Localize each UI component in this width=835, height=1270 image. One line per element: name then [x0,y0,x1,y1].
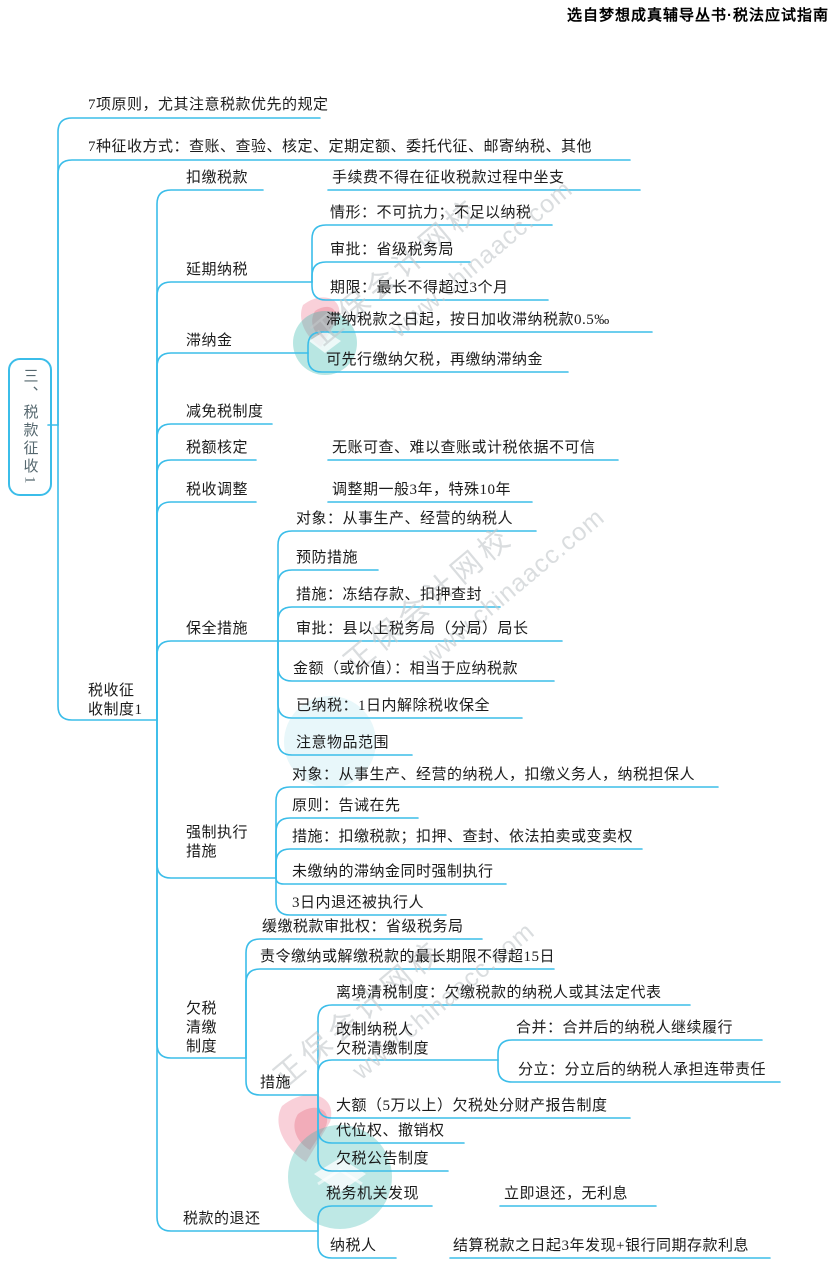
node-late-payment-fine: 滞纳金 [186,333,233,349]
node-enforcement-principle: 原则：告诫在先 [292,798,401,814]
node-tax-reduction-exemption: 减免税制度 [186,404,264,420]
branch-line [156,640,279,721]
node-seven-collection-methods: 7种征收方式：查账、查验、核定、定期定额、委托代征、邮寄纳税、其他 [88,139,593,155]
node-authority-refund-rule: 立即退还，无利息 [504,1186,629,1202]
node-preservation-actions: 措施：冻结存款、扣押查封 [296,587,483,603]
node-withholding-tax: 扣缴税款 [186,170,249,186]
node-tax-refund: 税款的退还 [183,1211,261,1227]
node-adjustment-period: 调整期一般3年，特殊10年 [332,482,512,498]
branch-line [156,281,313,721]
branch-line [317,1059,499,1096]
node-enforcement-measures: 强制执行 措施 [186,825,249,860]
branch-line [317,1205,433,1232]
node-taxpayer-refund-rule: 结算税款之日起3年发现+银行同期存款利息 [453,1238,749,1254]
node-preservation-approval: 审批：县以上税务局（分局）局长 [296,621,529,637]
node-withholding-fee-note: 手续费不得在征收税款过程中坐支 [332,170,565,186]
node-preservation-release: 已纳税：1日内解除税收保全 [296,698,491,714]
node-arrears-announcement: 欠税公告制度 [336,1151,430,1167]
node-seven-principles: 7项原则，尤其注意税款优先的规定 [88,97,329,113]
node-tax-amount-assessment: 税额核定 [186,440,249,456]
node-division-rule: 分立：分立后的纳税人承担连带责任 [518,1062,767,1078]
node-preventive-measures: 预防措施 [296,550,359,566]
node-exit-clearance: 离境清税制度：欠缴税款的纳税人或其法定代表 [336,985,662,1001]
node-deferred-payment: 延期纳税 [186,262,249,278]
node-deferral-approval-authority: 缓缴税款审批权：省级税务局 [262,919,464,935]
node-deferred-time-limit: 期限：最长不得超过3个月 [330,280,509,296]
watermark-logo-icon [278,297,392,1229]
node-tax-arrears-system: 欠税 清缴 制度 [186,1001,218,1055]
node-assessment-conditions: 无账可查、难以查账或计税依据不可信 [332,440,596,456]
node-taxpayer-discovery: 纳税人 [330,1238,377,1254]
node-authority-discovery: 税务机关发现 [326,1186,420,1202]
node-tax-adjustment: 税收调整 [186,482,249,498]
branch-line [57,424,158,721]
branch-line [497,1039,763,1061]
node-arrears-measures: 措施 [260,1075,292,1091]
page-header-source: 选自梦想成真辅导丛书·税法应试指南 [567,7,829,24]
branch-line [307,331,653,354]
node-merger-rule: 合并：合并后的纳税人继续履行 [516,1020,734,1036]
root-node: 三、税款征收1 [8,358,52,496]
node-enforcement-actions: 措施：扣缴税款；扣押、查封、依法拍卖或变卖权 [292,829,634,845]
node-preservation-amount: 金额（或价值）：相当于应纳税款 [293,661,519,677]
node-payment-deadline-limit: 责令缴纳或解缴税款的最长期限不得超15日 [260,949,556,965]
branch-line [156,501,257,721]
node-enforcement-late-fine: 未缴纳的滞纳金同时强制执行 [292,864,494,880]
node-late-fine-order: 可先行缴纳欠税，再缴纳滞纳金 [326,352,544,368]
node-enforcement-target: 对象：从事生产、经营的纳税人，扣缴义务人，纳税担保人 [292,767,696,783]
node-restructured-taxpayer: 改制纳税人 欠税清缴制度 [336,1022,430,1057]
node-large-arrears-report: 大额（5万以上）欠税处分财产报告制度 [336,1098,608,1114]
branch-line [156,423,273,721]
node-preservation-scope-note: 注意物品范围 [296,735,390,751]
node-late-fine-rate: 滞纳税款之日起，按日加收滞纳税款0.5‰ [326,312,610,328]
node-preservation-target: 对象：从事生产、经营的纳税人 [296,511,514,527]
node-collection-system: 税收征 收制度1 [88,683,143,718]
node-subrogation-rights: 代位权、撤销权 [336,1123,445,1139]
node-deferred-approval: 审批：省级税务局 [330,242,455,258]
node-enforcement-return: 3日内退还被执行人 [292,895,425,911]
node-preservation-measures: 保全措施 [186,621,249,637]
node-deferred-situations: 情形：不可抗力；不足以纳税 [330,205,532,221]
